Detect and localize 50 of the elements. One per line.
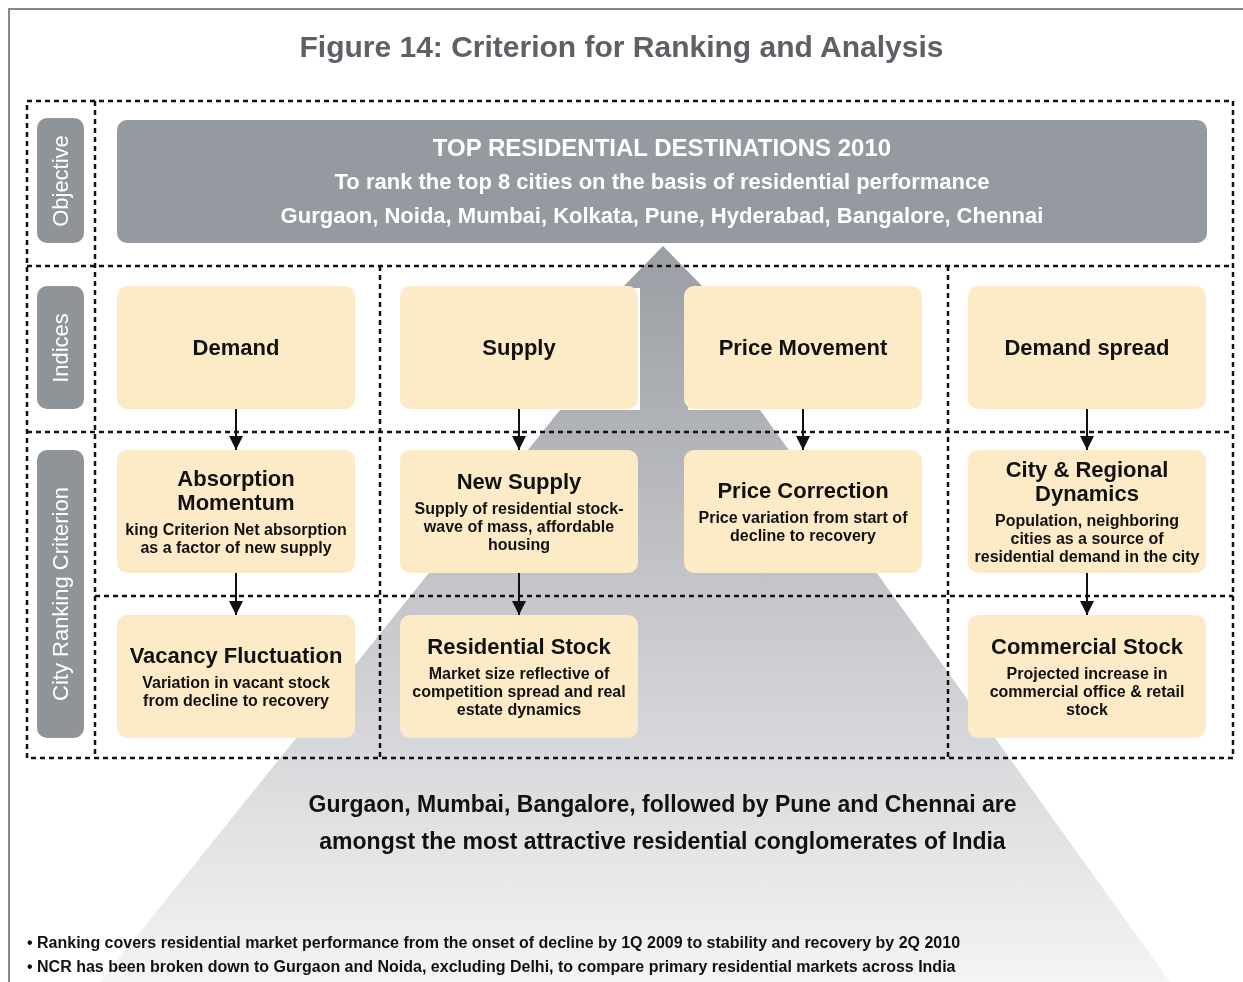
side-label: City Ranking Criterion [47, 487, 74, 701]
box-description: To rank the top 8 cities on the basis of residential performance [334, 167, 990, 196]
criterion-box [968, 450, 1206, 573]
arrow [796, 408, 810, 451]
side-label-box [37, 286, 84, 409]
arrow [512, 408, 526, 451]
footnote: • Ranking covers residential market performance from the onset of decline by 1Q 2009 to stability and recovery by 2Q 2010 [27, 934, 961, 952]
box-heading: Commercial Stock [991, 634, 1183, 659]
side-label-box [37, 118, 84, 243]
arrow [229, 408, 243, 451]
criterion-box [684, 450, 922, 573]
figure-title: Figure 14: Criterion for Ranking and Analysis [298, 30, 945, 64]
box-heading: Demand [192, 335, 280, 360]
side-label-box [37, 450, 84, 738]
box-heading: Absorption Momentum [176, 466, 296, 515]
box-description: Variation in vacant stock from decline to recovery [141, 673, 331, 710]
criterion-box [968, 615, 1206, 738]
box-heading: Price Correction [717, 478, 889, 503]
box-heading: Residential Stock [427, 634, 611, 659]
box-description: Supply of residential stock- wave of mass, affordable housing [413, 499, 625, 554]
objective-box [117, 120, 1207, 243]
box-description: Gurgaon, Noida, Mumbai, Kolkata, Pune, Hyderabad, Bangalore, Chennai [280, 201, 1044, 230]
side-label: Indices [47, 312, 74, 383]
box-description: Market size reflective of competition spread and real estate dynamics [411, 664, 627, 719]
arrow [1080, 572, 1094, 616]
box-description: Price variation from start of decline to recovery [697, 508, 909, 545]
box-description: Population, neighboring cities as a source of residential demand in the city [974, 511, 1200, 566]
criterion-box [117, 450, 355, 573]
criterion-box [117, 615, 355, 738]
box-heading: TOP RESIDENTIAL DESTINATIONS 2010 [432, 132, 892, 163]
box-heading: Price Movement [718, 335, 888, 360]
criterion-box [684, 286, 922, 409]
box-description: Projected increase in commercial office & retail stock [988, 664, 1186, 719]
criterion-box [117, 286, 355, 409]
criterion-box [968, 286, 1206, 409]
arrow [1080, 408, 1094, 451]
box-heading: City & Regional Dynamics [1004, 457, 1170, 506]
criterion-box [400, 286, 638, 409]
side-label: Objective [47, 134, 74, 227]
box-heading: New Supply [456, 469, 582, 494]
box-heading: Demand spread [1004, 335, 1170, 360]
arrow [229, 572, 243, 616]
criterion-box [400, 450, 638, 573]
box-heading: Supply [482, 335, 556, 360]
box-heading: Vacancy Fluctuation [129, 643, 343, 668]
conclusion-text: Gurgaon, Mumbai, Bangalore, followed by Pune and Chennai are amongst the most attractive residential conglomerates of India [307, 790, 1018, 856]
arrow [512, 572, 526, 616]
footnote: • NCR has been broken down to Gurgaon and Noida, excluding Delhi, to compare primary residential markets across India [27, 958, 956, 976]
criterion-box [400, 615, 638, 738]
box-description: king Criterion Net absorption as a factor of new supply [124, 520, 348, 557]
